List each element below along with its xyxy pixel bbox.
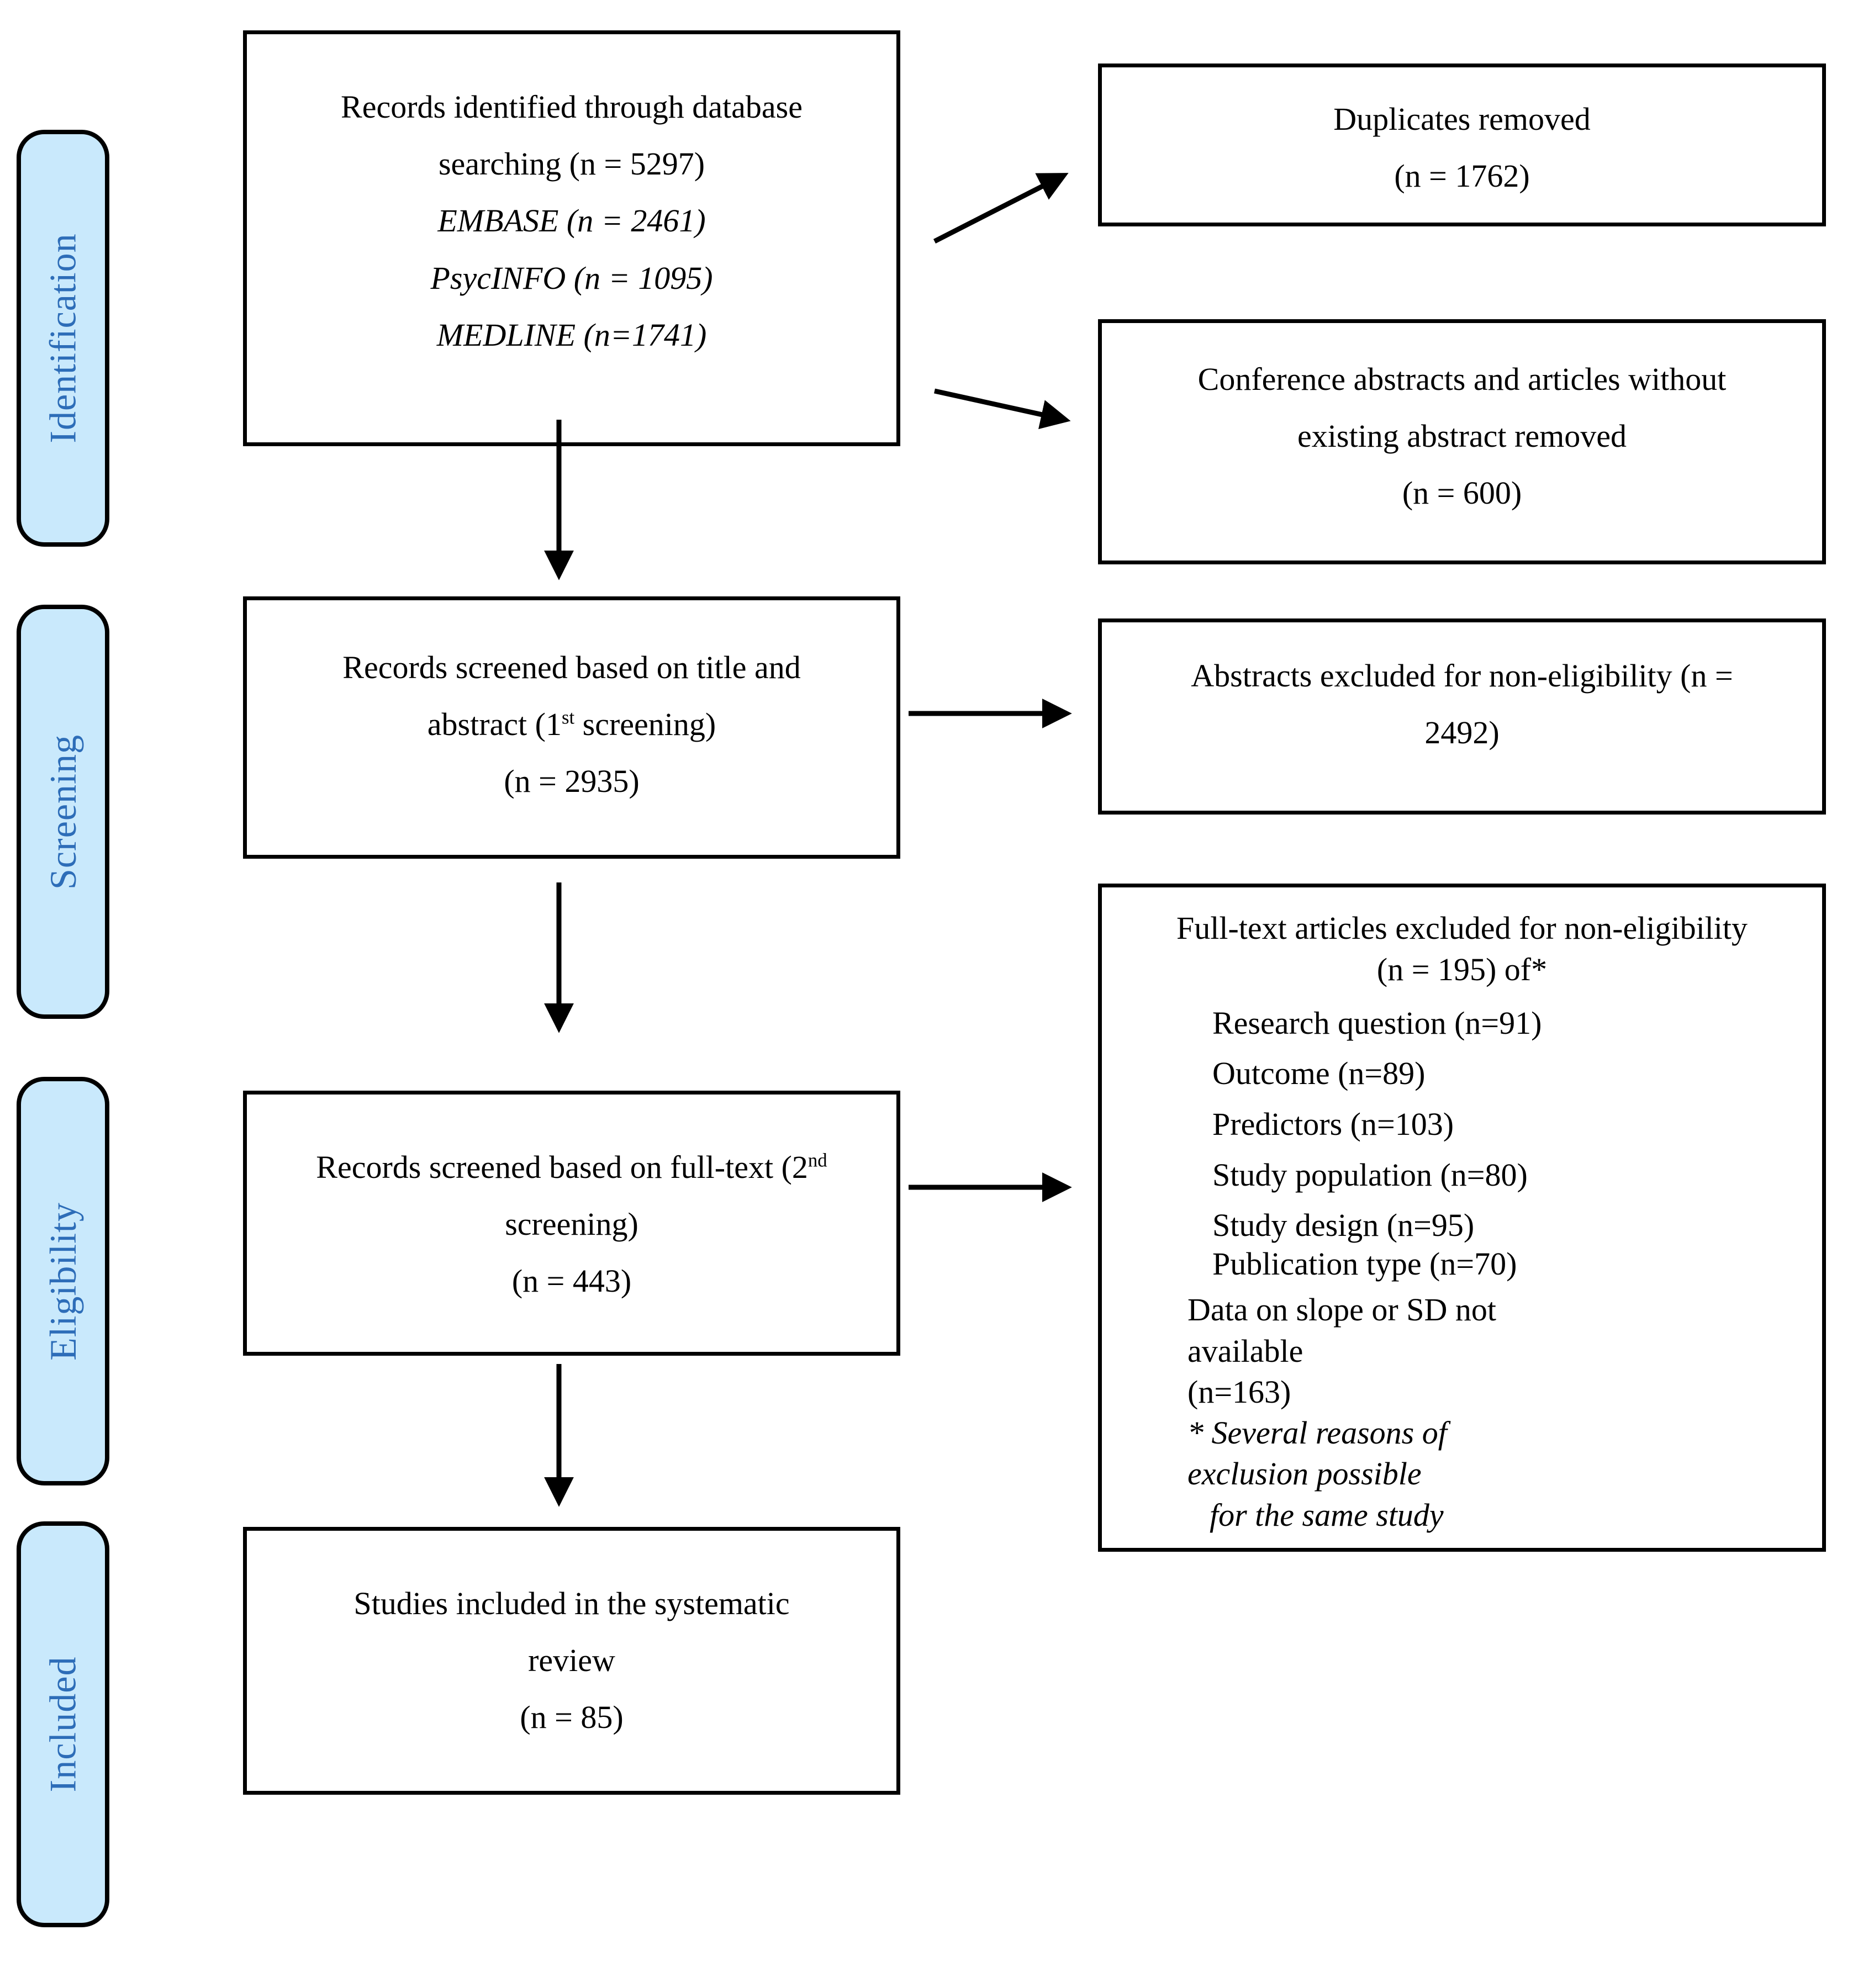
box-abstracts-excluded-line: Abstracts excluded for non-eligibility (…: [1191, 658, 1733, 694]
exclusion-reason: Research question (n=91): [1212, 1004, 1542, 1041]
text-segment: Records screened based on full-text (2: [316, 1149, 808, 1185]
box-duplicates-removed-line: (n = 1762): [1394, 158, 1530, 194]
text-segment: screening): [574, 706, 716, 743]
text-segment: abstract (1: [427, 706, 562, 743]
exclusion-footnote: * Several reasons of exclusion possible …: [1124, 1413, 1800, 1536]
box-fulltext-screening-line: Records screened based on full-text (2nd: [247, 1139, 896, 1196]
stage-pill-included: Included: [17, 1521, 109, 1927]
box-title-screening-line: abstract (1st screening): [247, 696, 896, 753]
box-records-identified-source: PsycINFO (n = 1095): [430, 260, 713, 296]
stage-pill-screening: Screening: [17, 605, 109, 1019]
stage-pill-eligibility: Eligibility: [17, 1077, 109, 1485]
box-records-identified: Records identified through database sear…: [243, 30, 900, 446]
box-conference-abstracts-removed: Conference abstracts and articles withou…: [1098, 319, 1826, 564]
box-fulltext-excluded-heading-line: (n = 195) of*: [1376, 951, 1548, 988]
box-title-screening-line: (n = 2935): [504, 763, 640, 800]
box-studies-included-line: review: [528, 1642, 615, 1679]
stage-label-identification: Identification: [41, 233, 84, 443]
box-fulltext-screening: Records screened based on full-text (2nd…: [243, 1091, 900, 1356]
box-abstracts-excluded: Abstracts excluded for non-eligibility (…: [1098, 618, 1826, 815]
box-conference-abstracts-line: (n = 600): [1402, 475, 1522, 511]
box-conference-abstracts-line: existing abstract removed: [1297, 418, 1627, 454]
exclusion-reason: Predictors (n=103): [1212, 1106, 1454, 1142]
box-fulltext-excluded-heading-line: Full-text articles excluded for non-elig…: [1176, 910, 1748, 946]
stage-pill-identification: Identification: [17, 130, 109, 547]
box-records-identified-line: Records identified through database: [341, 89, 803, 125]
box-fulltext-excluded: Full-text articles excluded for non-elig…: [1098, 884, 1826, 1552]
box-duplicates-removed: Duplicates removed (n = 1762): [1098, 64, 1826, 226]
exclusion-slope-line: available: [1187, 1333, 1303, 1369]
superscript: nd: [807, 1149, 827, 1171]
exclusion-slope-block: Data on slope or SD not available (n=163…: [1124, 1289, 1800, 1413]
superscript: st: [561, 706, 575, 728]
exclusion-slope-line: (n=163): [1187, 1373, 1291, 1410]
box-abstracts-excluded-line: 2492): [1424, 715, 1500, 751]
box-fulltext-screening-line: screening): [505, 1206, 638, 1242]
exclusion-footnote-line: * Several reasons of: [1187, 1415, 1447, 1451]
stage-label-screening: Screening: [41, 734, 84, 890]
box-fulltext-excluded-heading: Full-text articles excluded for non-elig…: [1124, 907, 1800, 991]
exclusion-reason: Outcome (n=89): [1212, 1055, 1426, 1092]
exclusion-slope-line: Data on slope or SD not: [1187, 1292, 1496, 1328]
box-studies-included-line: (n = 85): [520, 1699, 624, 1736]
exclusion-reason: Study population (n=80): [1212, 1156, 1528, 1193]
box-studies-included-line: Studies included in the systematic: [353, 1585, 790, 1621]
box-title-screening-line: Records screened based on title and: [342, 649, 801, 685]
box-records-identified-line: searching (n = 5297): [438, 146, 705, 182]
box-records-identified-source: MEDLINE (n=1741): [436, 316, 707, 353]
box-title-screening: Records screened based on title and abst…: [243, 596, 900, 859]
box-fulltext-screening-line: (n = 443): [511, 1263, 632, 1299]
arrow-identified-to-conference: [934, 388, 1071, 430]
exclusion-footnote-line: exclusion possible: [1187, 1456, 1422, 1492]
exclusion-reason-list: Research question (n=91) Outcome (n=89) …: [1124, 1004, 1800, 1283]
stage-label-included: Included: [41, 1656, 84, 1793]
exclusion-reason: Study design (n=95): [1212, 1207, 1475, 1244]
box-duplicates-removed-line: Duplicates removed: [1333, 101, 1591, 137]
arrow-identified-to-duplicates: [933, 173, 1069, 244]
box-conference-abstracts-line: Conference abstracts and articles withou…: [1197, 361, 1727, 397]
exclusion-footnote-line: for the same study: [1210, 1497, 1444, 1533]
box-studies-included: Studies included in the systematic revie…: [243, 1527, 900, 1795]
stage-label-eligibility: Eligibility: [41, 1202, 84, 1361]
box-records-identified-source: EMBASE (n = 2461): [437, 203, 706, 239]
exclusion-reason: Publication type (n=70): [1212, 1245, 1517, 1282]
